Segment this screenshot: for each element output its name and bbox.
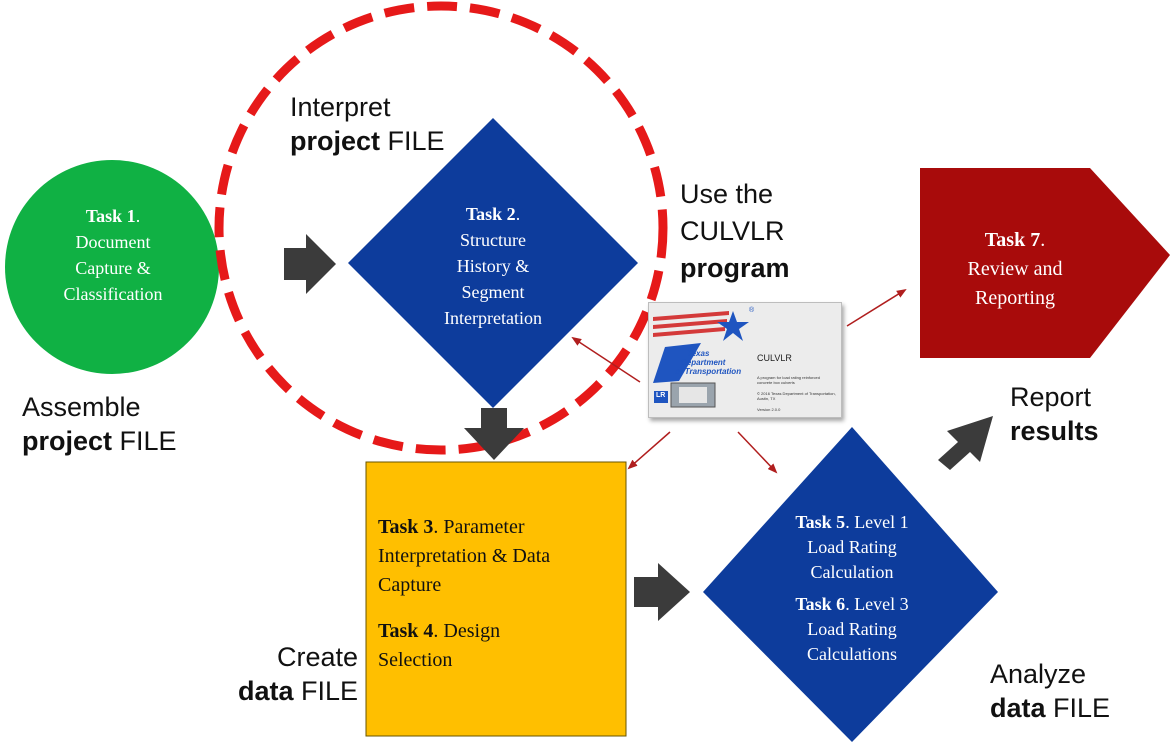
red-arrow-to-task2 xyxy=(571,336,641,383)
red-arrow-to-task5 xyxy=(737,431,778,474)
label-report-results: Report results xyxy=(1010,382,1099,446)
task7-pentagon xyxy=(920,168,1170,358)
arrow-task5-to-task7 xyxy=(938,416,993,470)
task3-text: Task 3. Parameter Interpretation & Data … xyxy=(378,516,551,596)
task2-text: Task 2. Structure History & Segment Inte… xyxy=(444,204,542,328)
label-interpret-project-file: Interpret project FILE xyxy=(290,92,445,156)
star-icon xyxy=(717,311,749,341)
label-assemble-project-file: Assemble project FILE xyxy=(22,392,177,456)
txdot-logo xyxy=(653,311,749,408)
lr-badge: LR xyxy=(656,392,666,399)
task1-text: Task 1. Document Capture & Classificatio… xyxy=(63,206,163,304)
arrow-task3-to-task5 xyxy=(634,563,690,621)
label-analyze-data-file: Analyze data FILE xyxy=(990,659,1111,723)
app-description: A program for load rating reinforced con… xyxy=(757,375,820,385)
task3-box xyxy=(365,461,627,737)
culvlr-splash-screen: ® Texas Department of Transportation LR … xyxy=(648,302,842,418)
task5-text: Task 5. Level 1 Load Rating Calculation xyxy=(795,512,909,582)
registered-mark: ® xyxy=(749,307,755,314)
app-name: CULVLR xyxy=(757,353,792,363)
task4-text: Task 4. Design Selection xyxy=(378,620,501,671)
task1-circle xyxy=(5,160,219,374)
logo-text: Texas Department of Transportation xyxy=(675,349,742,376)
dashed-scope-circle xyxy=(214,1,668,455)
app-version: Version 2.0.0 xyxy=(757,407,781,412)
label-use-culvlr-program: Use the CULVLR program xyxy=(680,179,790,283)
arrow-task1-to-task2 xyxy=(284,234,336,294)
task6-text: Task 6. Level 3 Load Rating Calculations xyxy=(795,594,909,664)
red-arrow-to-task3 xyxy=(627,431,671,470)
arrow-task2-to-task3 xyxy=(464,408,524,460)
label-create-data-file: Create data FILE xyxy=(238,642,359,706)
task2-diamond xyxy=(348,118,638,408)
app-copyright: © 2016 Texas Department of Transportatio… xyxy=(757,391,836,401)
task5-diamond xyxy=(703,427,998,742)
task7-text: Task 7. Review and Reporting xyxy=(967,229,1063,309)
red-arrow-to-task7 xyxy=(846,288,907,327)
